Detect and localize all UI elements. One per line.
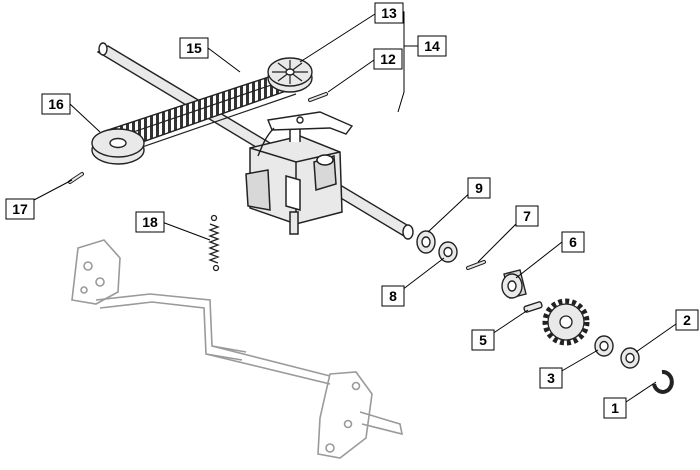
callout-2: 2: [675, 309, 699, 331]
callout-3: 3: [539, 367, 563, 389]
key-5: [523, 301, 543, 313]
spring-18: [208, 214, 220, 272]
svg-text:5: 5: [479, 332, 487, 348]
bushing-6: [501, 269, 527, 299]
svg-text:1: 1: [611, 400, 619, 416]
callout-17: 17: [5, 198, 35, 220]
gearbox-lever: [257, 111, 354, 157]
pin-12: [308, 92, 328, 102]
svg-text:14: 14: [424, 38, 440, 54]
svg-text:12: 12: [380, 51, 396, 67]
callout-14: 14: [417, 35, 447, 57]
callout-5: 5: [471, 329, 495, 351]
washer-8: [438, 241, 458, 263]
drive-gear: [542, 298, 590, 346]
callout-6: 6: [561, 231, 585, 253]
gearbox-housing: [245, 120, 343, 235]
svg-text:16: 16: [48, 96, 64, 112]
svg-text:3: 3: [547, 370, 555, 386]
callout-9: 9: [467, 177, 491, 199]
callout-7: 7: [515, 205, 539, 227]
callout-8: 8: [381, 285, 405, 307]
frame-axle-ghost: [71, 239, 404, 459]
callout-15: 15: [179, 37, 209, 59]
svg-text:18: 18: [142, 214, 158, 230]
svg-text:9: 9: [475, 180, 483, 196]
callout-1: 1: [603, 397, 627, 419]
washer-9: [416, 230, 436, 254]
circlip-1: [652, 369, 674, 394]
svg-text:6: 6: [569, 234, 577, 250]
small-pulley: [267, 57, 313, 93]
svg-text:15: 15: [186, 40, 202, 56]
svg-text:8: 8: [389, 288, 397, 304]
large-pulley: [91, 128, 145, 165]
bearing-3: [594, 335, 614, 357]
pin-7: [466, 260, 486, 270]
svg-text:13: 13: [381, 5, 397, 21]
callout-16: 16: [41, 93, 71, 115]
callout-18: 18: [135, 211, 165, 233]
svg-text:17: 17: [12, 201, 28, 217]
svg-text:2: 2: [683, 312, 691, 328]
callout-12: 12: [373, 48, 403, 70]
washer-2: [620, 347, 640, 369]
callout-13: 13: [374, 2, 404, 24]
svg-text:7: 7: [523, 208, 531, 224]
pin-17: [68, 172, 84, 184]
